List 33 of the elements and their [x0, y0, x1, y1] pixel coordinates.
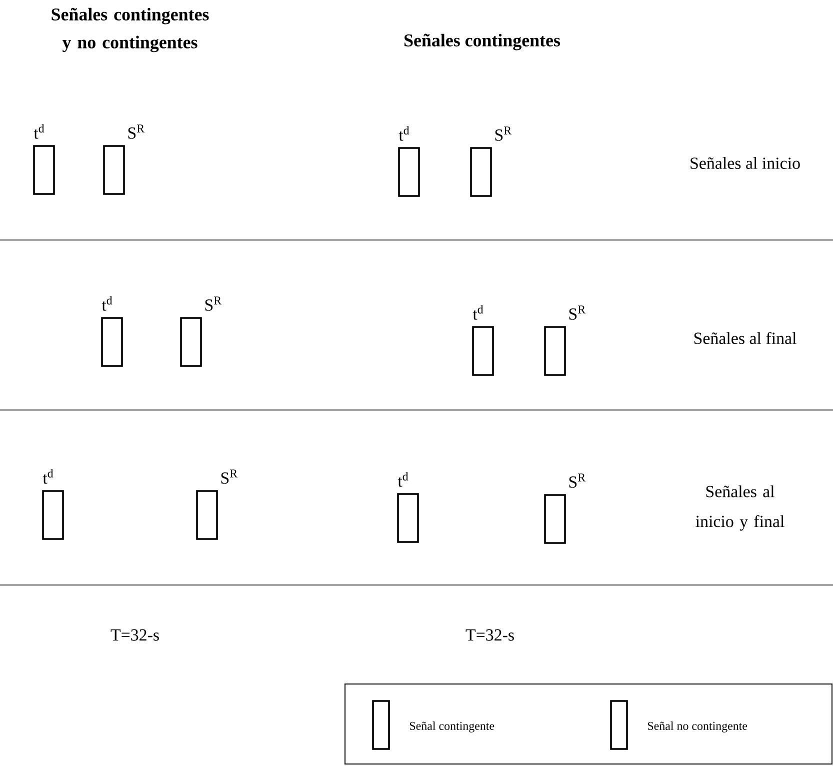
signal-box — [470, 147, 492, 197]
signal-label: S$^{R}$ — [569, 474, 586, 488]
period-label: T=32-s — [466, 629, 514, 641]
signal-label: S$^{R}$ — [205, 296, 222, 311]
signal-box — [180, 317, 202, 367]
signal-label: t$^{d}$ — [34, 124, 44, 139]
signal-box — [196, 490, 218, 540]
signal-label: t$^{d}$ — [472, 305, 484, 320]
signal-label: S$^{R}$ — [128, 124, 145, 139]
row-label: Señales al final — [694, 332, 796, 344]
signal-label: t$^{d}$ — [42, 469, 54, 484]
legend-text: Señal no contingente — [648, 722, 748, 732]
signal-box — [472, 326, 494, 376]
signal-box — [397, 493, 419, 543]
row-label: Señales al inicio — [690, 157, 800, 169]
signal-label: S$^{R}$ — [495, 126, 512, 141]
signal-box — [101, 317, 123, 367]
signal-label: t$^{d}$ — [102, 296, 112, 311]
column-heading: Señales contingentes y no contingentes — [52, 8, 209, 52]
legend-text: Señal contingente — [410, 722, 494, 732]
signal-label: S$^{R}$ — [221, 470, 238, 484]
period-label: T=32-s — [110, 629, 159, 641]
signal-box — [33, 145, 55, 195]
signal-box — [103, 145, 125, 195]
signal-label: S$^{R}$ — [569, 306, 586, 320]
row-label: Señales al inicio y final — [696, 485, 784, 531]
signal-box — [398, 147, 420, 197]
column-heading: Señales contingentes — [404, 34, 560, 50]
signal-label: t$^{d}$ — [398, 472, 408, 487]
signal-label: t$^{d}$ — [398, 126, 410, 141]
signal-box — [42, 490, 64, 540]
signal-box — [544, 494, 566, 544]
signal-box — [544, 326, 566, 376]
